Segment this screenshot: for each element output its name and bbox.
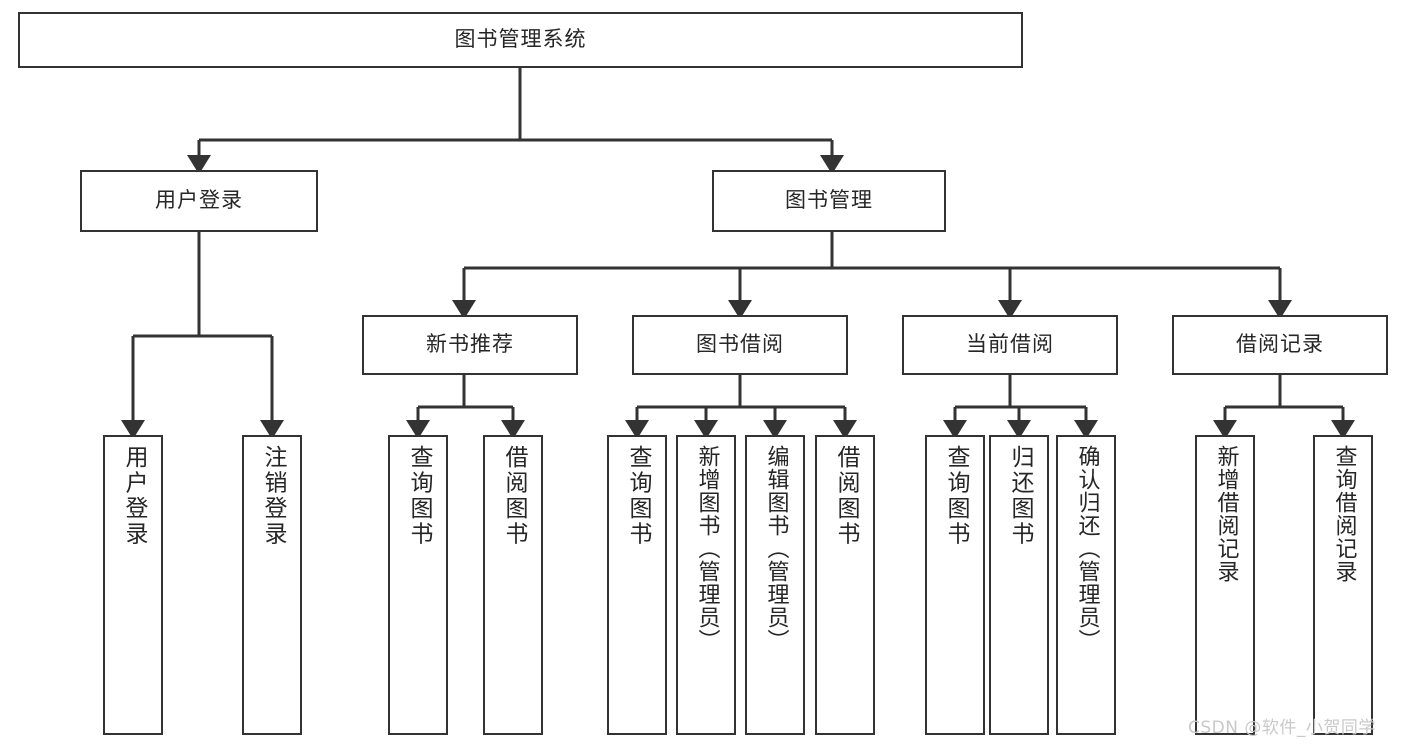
node-leaf-query-book-3[interactable]: 查询图书 [925, 435, 985, 735]
node-borrow-record[interactable]: 借阅记录 [1172, 315, 1388, 375]
node-leaf-query-book-2[interactable]: 查询图书 [607, 435, 667, 735]
node-user-login-label: 用户登录 [155, 188, 243, 213]
node-leaf-query-record-label: 查询借阅记录 [1331, 445, 1357, 583]
node-leaf-confirm-return-label: 确认归还（管理员） [1074, 445, 1100, 652]
node-leaf-query-record[interactable]: 查询借阅记录 [1313, 435, 1373, 735]
node-leaf-query-book-1[interactable]: 查询图书 [388, 435, 448, 735]
node-leaf-user-login-label: 用户登录 [120, 445, 147, 547]
node-user-login[interactable]: 用户登录 [80, 170, 318, 232]
node-leaf-query-book-2-label: 查询图书 [624, 445, 651, 547]
node-leaf-edit-book[interactable]: 编辑图书（管理员） [745, 435, 805, 735]
node-new-book-rec-label: 新书推荐 [426, 332, 514, 357]
node-borrow-record-label: 借阅记录 [1236, 332, 1324, 357]
node-book-manage[interactable]: 图书管理 [712, 170, 946, 232]
node-root[interactable]: 图书管理系统 [18, 12, 1023, 68]
node-leaf-user-login[interactable]: 用户登录 [103, 435, 163, 735]
node-leaf-confirm-return[interactable]: 确认归还（管理员） [1056, 435, 1116, 735]
node-leaf-query-book-3-label: 查询图书 [942, 445, 969, 547]
node-leaf-query-book-1-label: 查询图书 [405, 445, 432, 547]
node-leaf-borrow-book-2[interactable]: 借阅图书 [815, 435, 875, 735]
node-leaf-add-book-label: 新增图书（管理员） [694, 445, 720, 652]
node-current-borrow-label: 当前借阅 [966, 332, 1054, 357]
node-leaf-edit-book-label: 编辑图书（管理员） [763, 445, 789, 652]
node-leaf-add-book[interactable]: 新增图书（管理员） [676, 435, 736, 735]
node-leaf-borrow-book-1-label: 借阅图书 [500, 445, 527, 547]
node-root-label: 图书管理系统 [454, 27, 587, 52]
node-new-book-rec[interactable]: 新书推荐 [362, 315, 578, 375]
csdn-watermark: CSDN @软件_小贺同学 [1188, 718, 1376, 738]
node-leaf-return-book-label: 归还图书 [1006, 445, 1033, 547]
node-leaf-borrow-book-2-label: 借阅图书 [832, 445, 859, 547]
node-leaf-add-record[interactable]: 新增借阅记录 [1195, 435, 1255, 735]
node-leaf-return-book[interactable]: 归还图书 [989, 435, 1049, 735]
node-book-borrow-label: 图书借阅 [696, 332, 784, 357]
node-leaf-logout-login[interactable]: 注销登录 [242, 435, 302, 735]
node-book-borrow[interactable]: 图书借阅 [632, 315, 848, 375]
node-leaf-logout-login-label: 注销登录 [259, 445, 286, 547]
node-leaf-add-record-label: 新增借阅记录 [1213, 445, 1239, 583]
node-current-borrow[interactable]: 当前借阅 [902, 315, 1118, 375]
node-leaf-borrow-book-1[interactable]: 借阅图书 [483, 435, 543, 735]
node-book-manage-label: 图书管理 [785, 188, 873, 213]
